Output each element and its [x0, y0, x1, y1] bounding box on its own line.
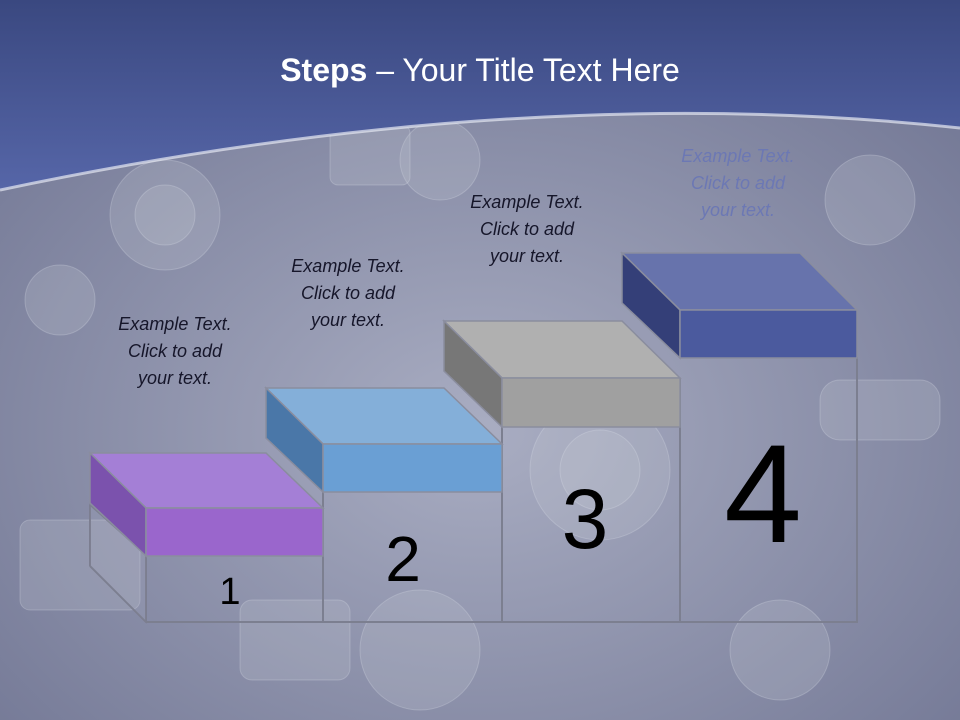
- step-3-front: [501, 377, 681, 428]
- step-1-caption[interactable]: Example Text. Click to add your text.: [75, 311, 275, 392]
- step-2-caption-line: Click to add: [300, 283, 396, 303]
- step-3-caption-line: your text.: [489, 246, 565, 266]
- step-1-block: [88, 451, 325, 558]
- step-4-caption-line: Click to add: [690, 173, 786, 193]
- step-4-block: [620, 251, 859, 360]
- step-2-number: 2: [385, 523, 421, 595]
- header-curve: [0, 111, 960, 192]
- slide-title[interactable]: Steps – Your Title Text Here: [0, 52, 960, 89]
- step-1-caption-line: your text.: [137, 368, 213, 388]
- step-1-front: [145, 507, 324, 557]
- step-1-caption-line: Click to add: [127, 341, 223, 361]
- title-bold: Steps: [280, 52, 368, 88]
- step-2-caption-line: Example Text.: [291, 256, 405, 276]
- engine-texture: [19, 119, 941, 711]
- steps-diagram: [88, 251, 859, 624]
- step-4-front: [679, 309, 858, 359]
- step-4-caption[interactable]: Example Text. Click to add your text.: [638, 143, 838, 224]
- step-3-caption[interactable]: Example Text. Click to add your text.: [427, 189, 627, 270]
- step-1-number: 1: [219, 571, 241, 613]
- step-2-front: [322, 443, 503, 493]
- step-2-caption[interactable]: Example Text. Click to add your text.: [248, 253, 448, 334]
- step-4-caption-line: your text.: [700, 200, 776, 220]
- step-2-block: [264, 386, 504, 494]
- step-3-caption-line: Click to add: [479, 219, 575, 239]
- step-3-number: 3: [561, 472, 609, 566]
- step-4-caption-line: Example Text.: [681, 146, 795, 166]
- step-2-caption-line: your text.: [310, 310, 386, 330]
- title-rest: – Your Title Text Here: [367, 52, 680, 88]
- step-3-block: [442, 319, 682, 429]
- step-4-number: 4: [724, 415, 802, 572]
- header-band: [0, 0, 960, 190]
- step-3-caption-line: Example Text.: [470, 192, 584, 212]
- step-1-caption-line: Example Text.: [118, 314, 232, 334]
